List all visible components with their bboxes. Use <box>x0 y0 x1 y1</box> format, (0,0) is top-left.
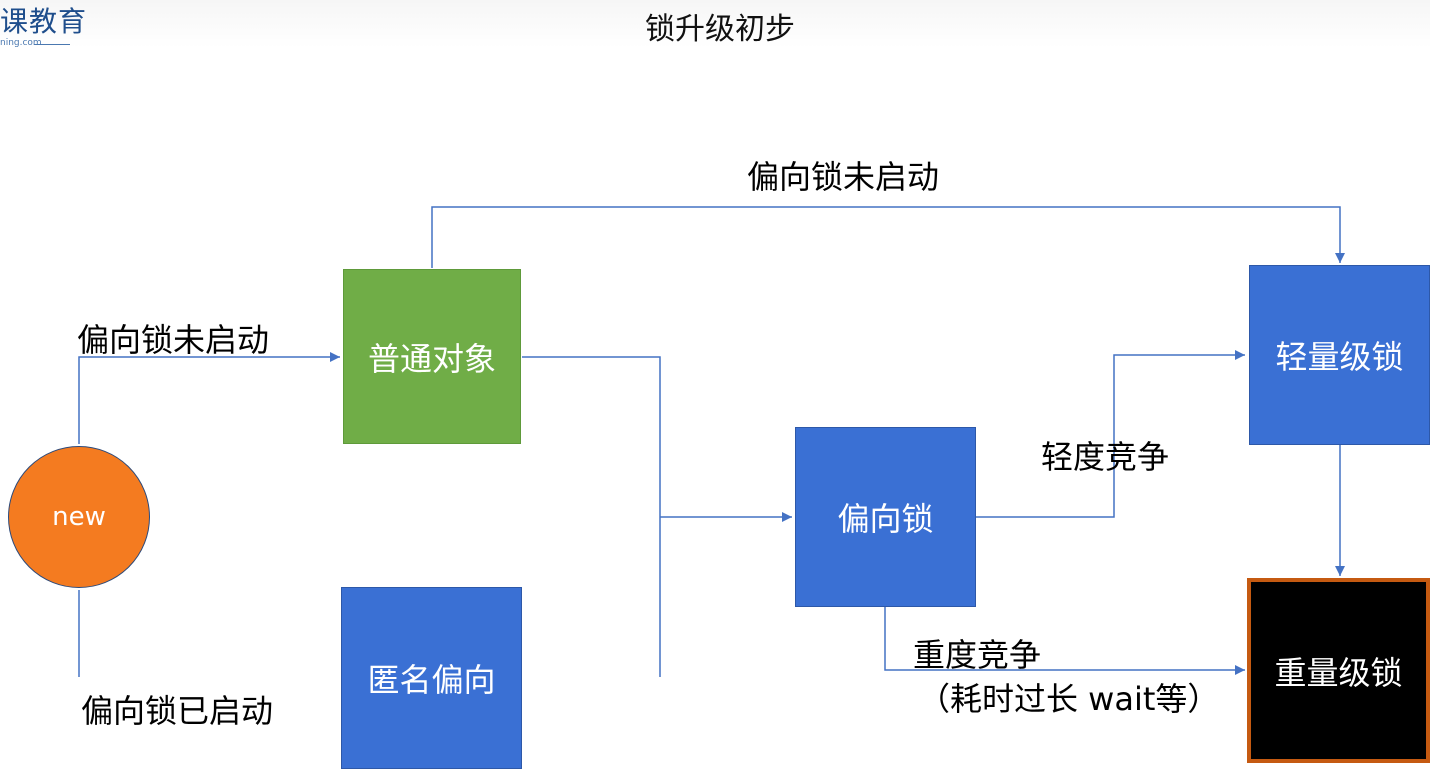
node-heavyweight-lock: 重量级锁 <box>1247 578 1430 763</box>
edge-ordinary-to-lightweight <box>431 206 1345 268</box>
logo: 课教育 <box>0 5 88 38</box>
edge-biased-to-heavyweight <box>884 606 1245 675</box>
label-heavy-contention: 重度竞争 <box>913 636 1042 674</box>
label-heavy-contention-note: （耗时过长 wait等） <box>918 680 1220 718</box>
edge-ordinary-right <box>522 356 661 677</box>
label-bias-not-started-top: 偏向锁未启动 <box>747 158 940 196</box>
label-bias-started: 偏向锁已启动 <box>81 692 274 730</box>
label-light-contention: 轻度竞争 <box>1041 438 1170 476</box>
node-lightweight-lock: 轻量级锁 <box>1249 265 1430 445</box>
logo-underline <box>34 44 70 45</box>
page-title: 锁升级初步 <box>645 12 795 47</box>
edge-biased-to-lightweight <box>975 350 1245 518</box>
node-anonymous-biased: 匿名偏向 <box>341 587 522 769</box>
edge-new-to-ordinary <box>78 352 340 444</box>
top-bar: 课教育 ning.com 锁升级初步 <box>0 0 1430 48</box>
node-biased-lock: 偏向锁 <box>795 427 976 607</box>
node-new: new <box>8 446 150 588</box>
label-bias-not-started-left: 偏向锁未启动 <box>77 321 270 359</box>
node-ordinary-object: 普通对象 <box>343 269 521 444</box>
logo-subtext: ning.com <box>0 38 42 48</box>
